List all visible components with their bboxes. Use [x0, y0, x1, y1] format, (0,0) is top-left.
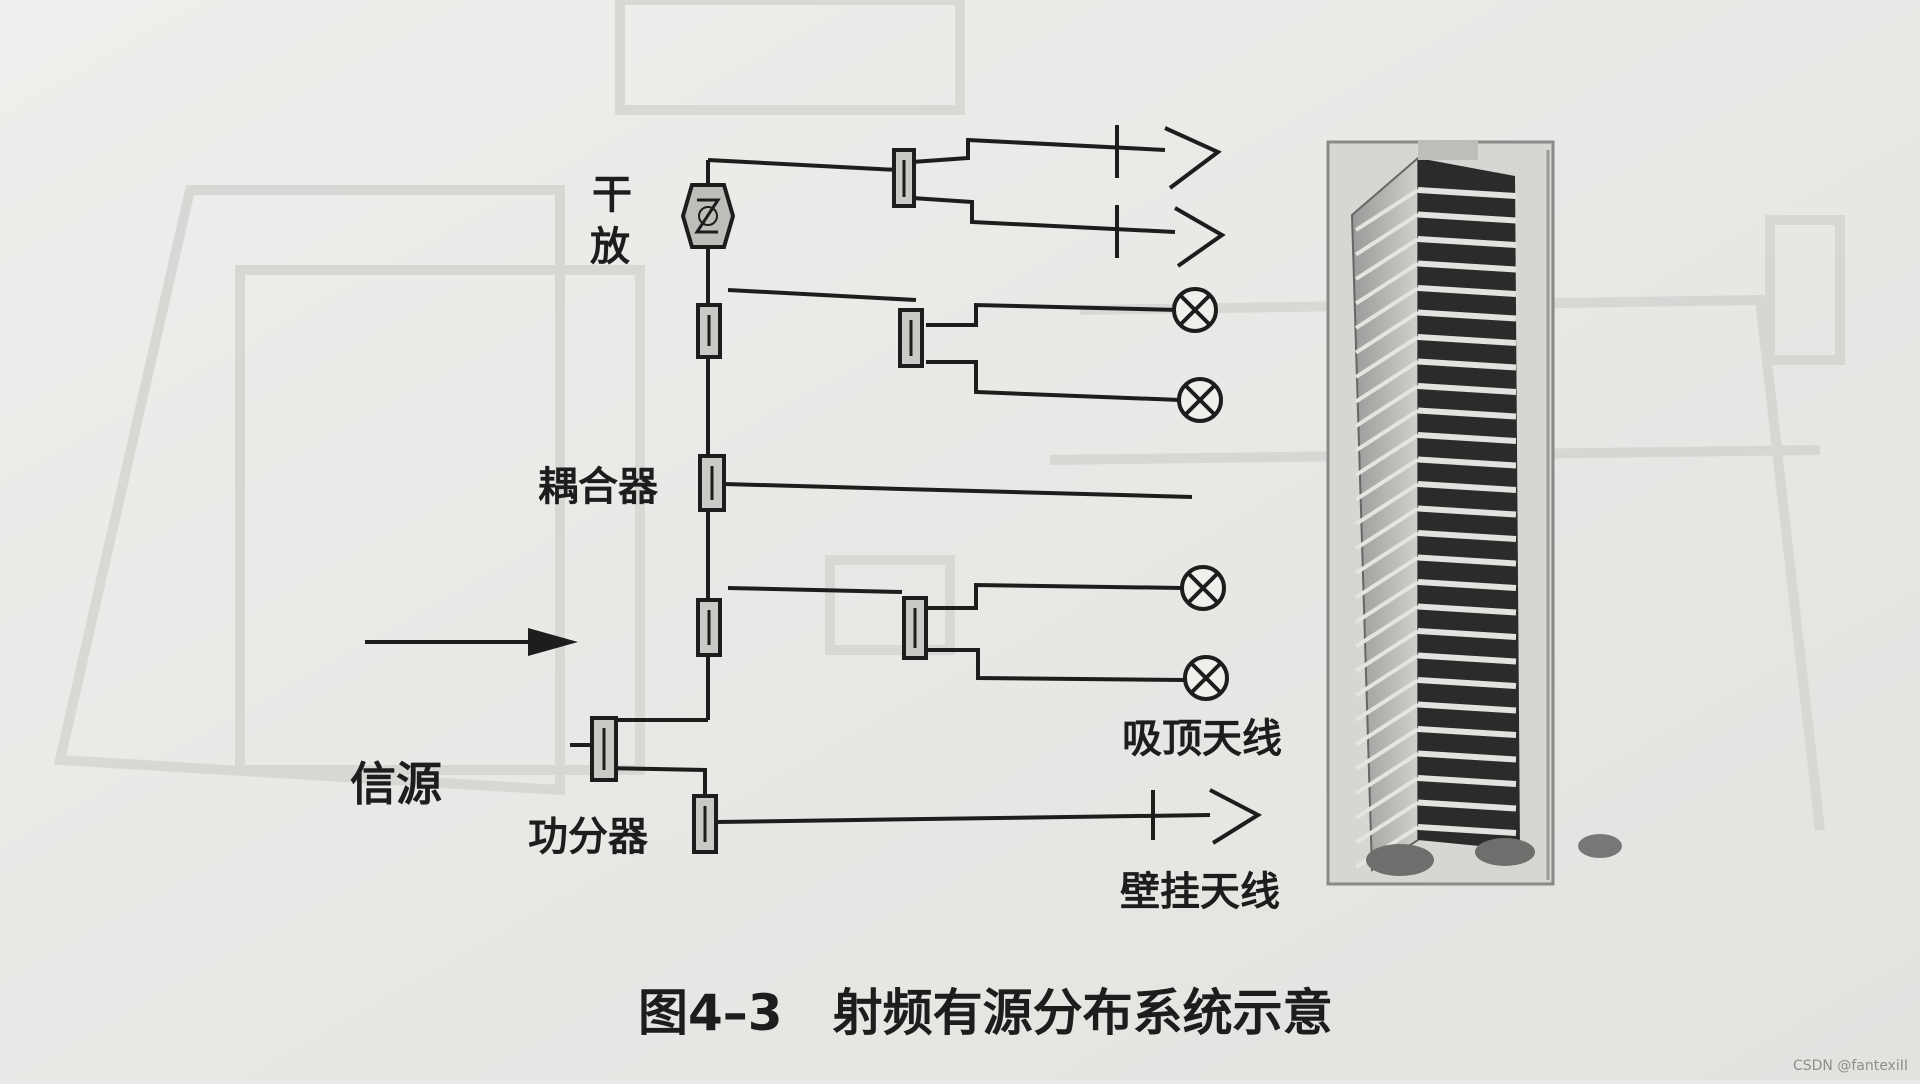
- building-side-band: [1354, 555, 1420, 600]
- ceiling-antenna-icon: [1177, 377, 1223, 423]
- building-side-band: [1354, 286, 1420, 330]
- building-floor-band: [1417, 432, 1517, 444]
- top-branch: [911, 137, 1176, 234]
- watermark: CSDN @fantexiII: [1793, 1058, 1908, 1074]
- building-side-band: [1354, 776, 1420, 820]
- building-floor-band: [1417, 579, 1517, 591]
- building-illustration: [1326, 140, 1622, 886]
- building-side-band: [1354, 580, 1420, 624]
- building-side-band: [1354, 408, 1420, 453]
- building-side-band: [1354, 457, 1420, 502]
- coupler-to-building-cable: [723, 482, 1193, 499]
- building-side-band: [1354, 531, 1420, 575]
- ceiling-antenna-label: 吸顶天线: [1122, 716, 1282, 762]
- amplifier-label: 干: [592, 172, 632, 218]
- building-side-band: [1354, 506, 1420, 551]
- building-floor-band: [1417, 456, 1517, 469]
- building-floor-band: [1417, 824, 1517, 836]
- wall-antenna-cable: [715, 813, 1211, 824]
- building-side-band: [1354, 653, 1420, 698]
- building-floor-band: [1417, 358, 1517, 371]
- building-side-band: [1354, 237, 1420, 281]
- source-label: 信源: [350, 757, 442, 811]
- lower-ceiling-branch: [727, 582, 1185, 682]
- ceiling-antenna-icon: [1183, 655, 1229, 701]
- building-floor-band: [1417, 726, 1517, 738]
- building-floor-band: [1417, 701, 1517, 714]
- building-floor-band: [1417, 530, 1517, 542]
- building-floor-band: [1417, 603, 1517, 616]
- building-floor-band: [1417, 383, 1517, 395]
- building-side-band: [1354, 384, 1420, 428]
- ceiling-antenna-icon: [1172, 287, 1218, 333]
- building-floor-band: [1417, 750, 1517, 763]
- building-floor-band: [1417, 260, 1517, 273]
- building-floor-band: [1417, 334, 1517, 346]
- building-side-band: [1354, 604, 1420, 649]
- building-floor-band: [1417, 211, 1517, 224]
- background-ghost: [53, 0, 1845, 831]
- building-floor-band: [1417, 554, 1517, 567]
- building-floor-band: [1417, 799, 1517, 812]
- upper-ceiling-branch: [727, 288, 1181, 402]
- wall-antenna-icon: [1115, 205, 1226, 268]
- building-floor-band: [1417, 505, 1517, 518]
- building-side-band: [1354, 702, 1420, 747]
- building-side-band: [1354, 335, 1420, 379]
- building-floor-band: [1417, 309, 1517, 322]
- figure-caption: 图4–3 射频有源分布系统示意: [638, 984, 1333, 1042]
- wall-antenna-icon: [1151, 788, 1263, 845]
- building-side-band: [1354, 310, 1420, 355]
- building-side-band: [1354, 482, 1420, 526]
- building-floor-band: [1417, 677, 1517, 689]
- building-side-band: [1354, 727, 1420, 771]
- building-side-band: [1354, 261, 1420, 306]
- building-floor-band: [1417, 628, 1517, 640]
- wall-antenna-icon: [1115, 125, 1222, 190]
- amplifier-label-2: 放: [590, 224, 630, 270]
- amplifier-icon: [680, 183, 736, 249]
- building-floor-band: [1417, 187, 1517, 199]
- building-side-band: [1354, 800, 1420, 845]
- building-side-band: [1354, 751, 1420, 796]
- building-floor-band: [1417, 481, 1517, 493]
- building-floor-band: [1417, 652, 1517, 665]
- building-floor-band: [1417, 236, 1517, 248]
- building-side-band: [1354, 212, 1420, 257]
- splitter-label: 功分器: [528, 814, 649, 860]
- building-side-band: [1354, 433, 1420, 477]
- signal-input-arrow: [365, 628, 578, 656]
- coupler-label: 耦合器: [538, 464, 659, 510]
- building-side-band: [1354, 629, 1420, 673]
- building-floor-band: [1417, 407, 1517, 420]
- building-floor-band: [1417, 775, 1517, 787]
- building-side-band: [1354, 188, 1420, 232]
- building-floor-band: [1417, 285, 1517, 297]
- ceiling-antenna-icon: [1180, 565, 1226, 611]
- building-side-band: [1354, 678, 1420, 722]
- wall-antenna-label: 壁挂天线: [1120, 869, 1280, 915]
- building-side-band: [1354, 359, 1420, 404]
